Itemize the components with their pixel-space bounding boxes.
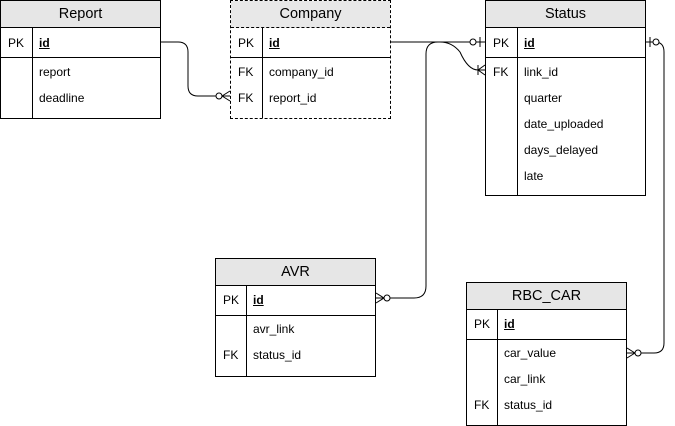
pk-field: id — [39, 36, 50, 50]
entity-company[interactable]: Company PK id FK company_id FK report_id — [230, 0, 391, 119]
field-link-id: link_id — [524, 65, 559, 79]
entity-title: RBC_CAR — [467, 283, 626, 310]
pk-field: id — [269, 36, 280, 50]
pk-field: id — [504, 317, 515, 331]
entity-title: Report — [1, 1, 160, 28]
optional-circle-icon — [634, 349, 642, 357]
entity-avr[interactable]: AVR PK id avr_link FK status_id — [215, 258, 376, 377]
pk-divider — [486, 57, 645, 58]
fk-label: FK — [238, 91, 254, 105]
column-divider — [517, 27, 518, 195]
pk-field: id — [253, 293, 264, 307]
field-status-id: status_id — [253, 348, 302, 362]
pk-label: PK — [474, 317, 491, 331]
pk-divider — [216, 315, 375, 316]
field-days-delayed: days_delayed — [524, 143, 599, 157]
field-report: report — [39, 65, 71, 79]
optional-circle-icon — [215, 92, 223, 100]
pk-label: PK — [238, 36, 255, 50]
fk-label: FK — [223, 348, 239, 362]
field-avr-link: avr_link — [253, 322, 295, 336]
pk-label: PK — [8, 36, 25, 50]
field-report-id: report_id — [269, 91, 317, 105]
relation-report-company — [161, 41, 230, 97]
fk-label: FK — [474, 398, 490, 412]
field-quarter: quarter — [524, 91, 563, 105]
pk-divider — [1, 57, 160, 58]
crows-foot-icon — [375, 292, 385, 304]
crows-foot-icon — [477, 64, 486, 76]
fk-label: FK — [493, 65, 509, 79]
entity-title: Status — [486, 1, 645, 28]
pk-field: id — [524, 36, 535, 50]
pk-divider — [467, 339, 626, 340]
entity-title: AVR — [216, 259, 375, 286]
entity-report[interactable]: Report PK id report deadline — [0, 0, 161, 119]
entity-title: Company — [231, 1, 390, 28]
column-divider — [262, 27, 263, 118]
relation-company-status — [391, 41, 485, 71]
field-deadline: deadline — [39, 91, 85, 105]
pk-divider — [231, 57, 390, 58]
field-status-id: status_id — [504, 398, 553, 412]
optional-circle-icon — [383, 294, 391, 302]
column-divider — [246, 285, 247, 376]
optional-circle-icon — [469, 38, 477, 46]
field-car-value: car_value — [504, 346, 557, 360]
crows-foot-icon — [626, 347, 636, 359]
column-divider — [32, 27, 33, 118]
pk-label: PK — [223, 293, 240, 307]
crows-foot-icon — [221, 90, 231, 102]
relation-status-avr — [376, 41, 485, 299]
field-car-link: car_link — [504, 372, 546, 386]
fk-label: FK — [238, 65, 254, 79]
column-divider — [497, 309, 498, 425]
entity-rbc-car[interactable]: RBC_CAR PK id car_value car_link FK stat… — [466, 282, 627, 426]
field-late: late — [524, 169, 544, 183]
optional-circle-icon — [652, 38, 660, 46]
field-date-uploaded: date_uploaded — [524, 117, 604, 131]
pk-label: PK — [493, 36, 510, 50]
field-company-id: company_id — [269, 65, 334, 79]
entity-status[interactable]: Status PK id FK link_id quarter date_upl… — [485, 0, 646, 196]
